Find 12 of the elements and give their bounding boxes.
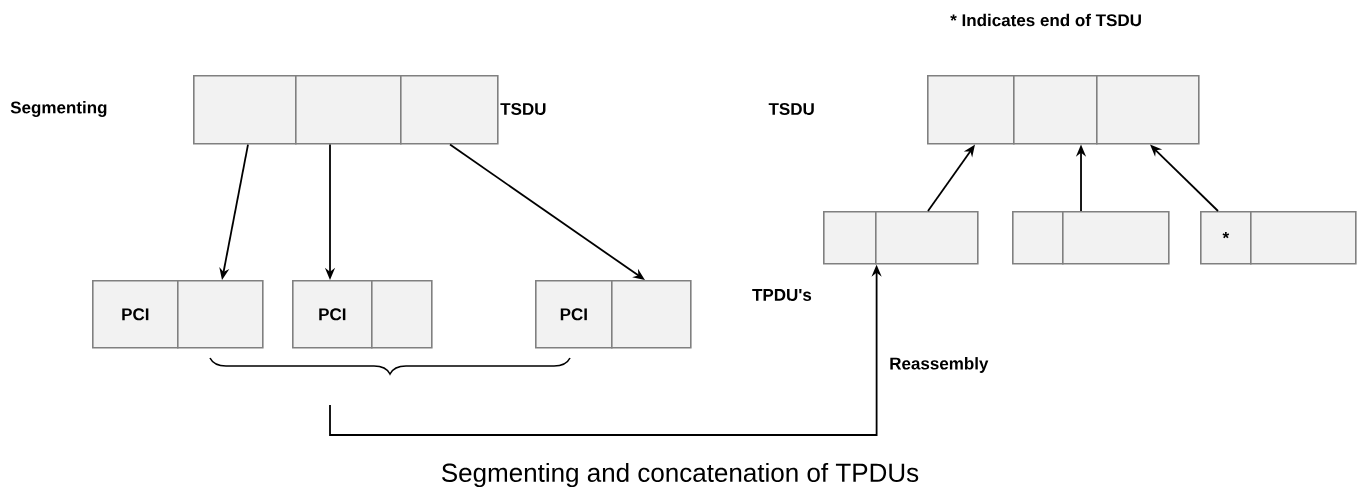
caption: Segmenting and concatenation of TPDUs [442, 462, 919, 488]
edge-label: Reassembly [890, 357, 989, 373]
text-label: Segmenting [10, 101, 107, 117]
text-label: TSDU [768, 103, 814, 116]
text-label: * Indicates end of TSDU [950, 13, 1141, 27]
cell: PCI [535, 280, 613, 349]
text-label: TPDU's [752, 289, 812, 301]
empty-cell [1012, 211, 1064, 265]
empty-cell [371, 280, 433, 349]
cell: PCI [92, 280, 179, 349]
cell: PCI [292, 280, 373, 349]
cell: * [1200, 211, 1252, 265]
